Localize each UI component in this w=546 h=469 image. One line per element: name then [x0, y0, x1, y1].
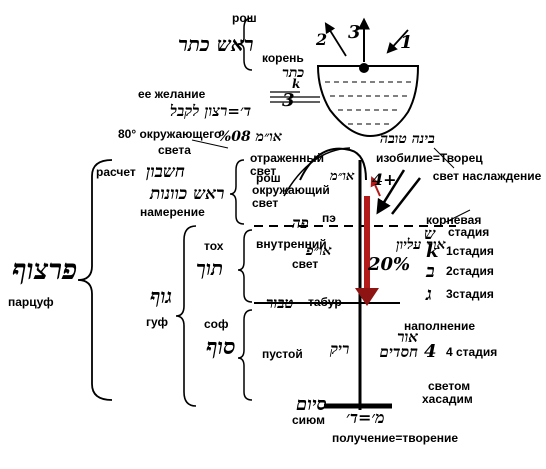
- label-izobilie: изобилие=Творец: [376, 151, 483, 165]
- brace-partsuf: [77, 159, 113, 401]
- label-otrazh-svet: отраженный свет: [250, 151, 325, 178]
- heb-ohr-pnimi: או״פ: [306, 243, 332, 259]
- inner-light-head: [355, 288, 379, 306]
- heb-partsuf: פרצוף: [12, 253, 78, 286]
- label-stadiya-3: 3стадия: [446, 287, 494, 301]
- heb-rosh-keter: ראש כתר: [178, 32, 254, 56]
- heb-siyum: סיום: [296, 394, 327, 415]
- num-arrow-2: 2: [316, 30, 328, 49]
- num-stage-1: k: [426, 241, 439, 262]
- heb-guf: גוף: [150, 284, 173, 308]
- brace-guf: [175, 225, 197, 407]
- num-stage-4: 4: [424, 341, 437, 362]
- label-pe: пэ: [322, 211, 336, 225]
- label-napolnenie: наполнение: [404, 319, 476, 333]
- heb-keter-small: כתר: [282, 65, 305, 81]
- num-three-vessel: 3: [282, 90, 295, 111]
- brace-rosh-mid: [229, 159, 245, 225]
- label-sof: соф: [204, 317, 229, 331]
- label-hasadim: хасадим: [422, 392, 473, 406]
- label-siyum: сиюм: [292, 413, 326, 427]
- upper-light-arrow: [376, 169, 406, 215]
- label-poluchenie: получение=творение: [332, 431, 459, 445]
- label-toh: тох: [204, 239, 224, 253]
- label-namerenie: намерение: [140, 205, 205, 219]
- heb-ohr-elyon: אור עליון: [396, 237, 446, 253]
- label-tabur: табур: [308, 295, 342, 309]
- num-stage-2: ב: [426, 261, 435, 282]
- heb-heshbon: חשבון: [146, 162, 185, 182]
- heb-rosh-kavanot: ראש כוונות: [150, 184, 225, 204]
- heb-ohr-makif-80: או״מ 80%: [218, 129, 282, 145]
- num-arrow-3: 3: [348, 22, 361, 43]
- num-stage-3: ג: [426, 284, 432, 305]
- num-k-mark: k: [292, 77, 301, 91]
- label-stadiya: стадия: [448, 225, 490, 239]
- heb-malchut: מ׳=ד׳: [346, 408, 385, 427]
- heb-ohr-hasadim: אור חסדים: [379, 328, 418, 361]
- num-four-plus: 4+: [372, 170, 397, 189]
- label-raschet: расчет: [96, 165, 136, 179]
- label-okruzh-80: 80° окружающего: [118, 127, 222, 141]
- label-guf: гуф: [146, 315, 169, 329]
- heb-pe: פה: [292, 214, 309, 232]
- label-ee-zhelanie: ее желание: [138, 87, 206, 101]
- brace-sof: [237, 309, 253, 401]
- label-koren: корень: [262, 51, 304, 65]
- heb-ohr-makif-mid: או״מ: [330, 169, 355, 184]
- heb-bina: בינה טובה: [380, 131, 435, 147]
- heb-halal: ריק: [330, 340, 350, 358]
- upper-vessel: [316, 63, 420, 138]
- label-vnutr: внутренний: [256, 237, 327, 251]
- label-pustoy: пустой: [262, 347, 303, 361]
- label-sveta: света: [158, 143, 191, 157]
- heb-sof: סוף: [206, 334, 236, 360]
- label-rosh-mid: рош: [256, 171, 281, 185]
- label-stadiya-2: 2стадия: [446, 264, 494, 278]
- label-svet-naslazhdenie: свет наслаждение: [432, 169, 542, 183]
- heb-di-rosh: ד׳=רצון לקבל: [170, 102, 252, 120]
- brace-toh: [237, 229, 253, 303]
- top-arrows: [324, 17, 409, 62]
- label-okruzh-svet: окружающий свет: [252, 183, 330, 210]
- heb-toch: תוך: [196, 256, 224, 280]
- num-stage-root: ש: [424, 224, 436, 243]
- label-partsuf: парцуф: [8, 295, 54, 309]
- label-stadiya-4: 4 стадия: [446, 345, 498, 359]
- num-percent-20: 20%: [368, 254, 411, 275]
- heb-tabur: טבור: [266, 294, 294, 312]
- brace-rosh-top: [237, 17, 253, 71]
- label-svet-in: свет: [292, 257, 319, 271]
- label-kornevaya: корневая: [426, 213, 482, 227]
- label-svetom: светом: [428, 379, 471, 393]
- num-arrow-1: 1: [400, 32, 413, 53]
- label-stadiya-1: 1стадия: [446, 244, 494, 258]
- label-rosh-top: рош: [232, 11, 257, 25]
- root-point: [359, 63, 369, 73]
